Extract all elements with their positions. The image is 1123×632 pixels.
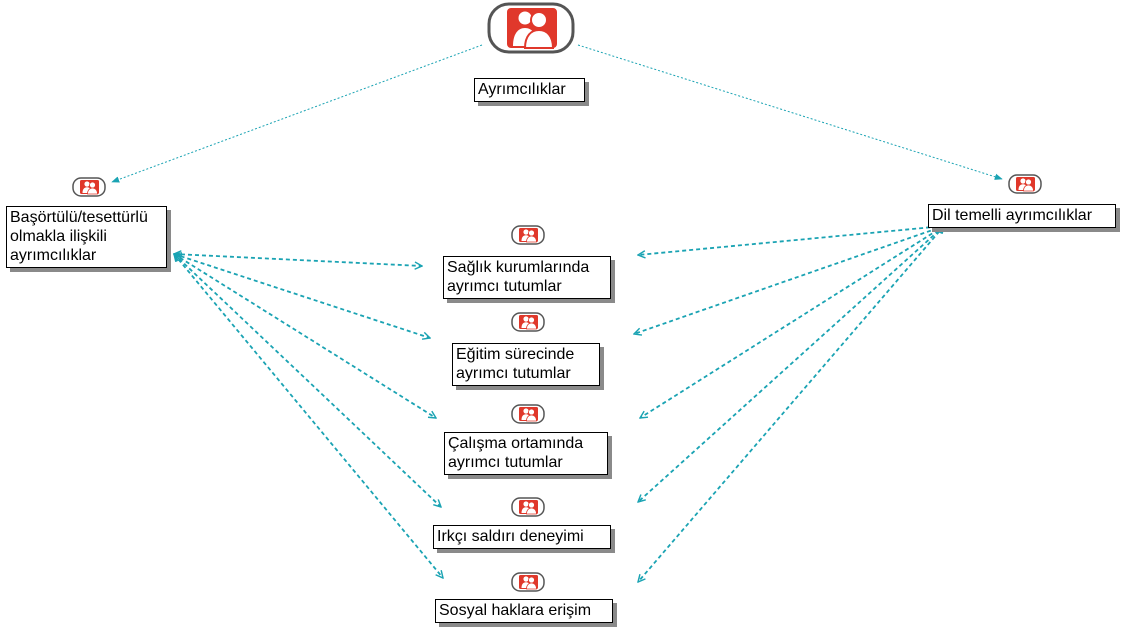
edge-dil-irkci [638, 226, 944, 502]
calisma-node-icon[interactable] [511, 404, 545, 424]
node-label-line: ayrımcı tutumlar [447, 278, 562, 295]
edge-dil-sosyal [638, 226, 944, 582]
egitim-node-label[interactable]: Eğitim sürecinde ayrımcı tutumlar [452, 343, 600, 386]
dil-node-label[interactable]: Dil temelli ayrımcılıklar [928, 204, 1116, 228]
node-label-line: Dil temelli ayrımcılıklar [932, 207, 1093, 224]
saglik-node-icon[interactable] [511, 225, 545, 245]
sosyal-node-icon[interactable] [511, 572, 545, 592]
sosyal-node-label[interactable]: Sosyal haklara erişim [435, 599, 613, 623]
group-person-icon [511, 404, 545, 424]
group-person-icon [511, 312, 545, 332]
edge-basortulu-sosyal [174, 254, 443, 578]
edge-basortulu-saglik [174, 254, 422, 266]
saglik-node-label[interactable]: Sağlık kurumlarında ayrımcı tutumlar [443, 256, 611, 299]
edge-dil-calisma [640, 226, 944, 418]
node-label-line: Eğitim sürecinde [456, 346, 575, 363]
group-person-icon [511, 225, 545, 245]
basortulu-node-label[interactable]: Başörtülü/tesettürlü olmakla ilişkili ay… [6, 206, 167, 268]
edge-root-dil [577, 44, 1003, 180]
root-node-label[interactable]: Ayrımcılıklar [474, 78, 585, 102]
node-label-line: Başörtülü/tesettürlü [10, 209, 148, 226]
group-person-icon [487, 2, 575, 54]
group-person-icon [72, 177, 106, 197]
node-label-line: ayrımcılıklar [10, 247, 97, 264]
node-label-line: olmakla ilişkili [10, 228, 107, 245]
root-node-icon[interactable] [487, 2, 575, 54]
group-person-icon [1008, 174, 1042, 194]
egitim-node-icon[interactable] [511, 312, 545, 332]
basortulu-node-icon[interactable] [72, 177, 106, 197]
node-label-line: Sosyal haklara erişim [439, 602, 592, 619]
edge-root-basortulu [111, 44, 483, 183]
node-label-line: Irkçı saldırı deneyimi [437, 528, 584, 545]
node-label-line: Çalışma ortamında [448, 435, 584, 452]
edge-basortulu-irkci [174, 254, 441, 507]
node-label-line: ayrımcı tutumlar [448, 454, 563, 471]
node-label-line: Sağlık kurumlarında [447, 259, 590, 276]
calisma-node-label[interactable]: Çalışma ortamında ayrımcı tutumlar [444, 432, 608, 475]
edge-basortulu-calisma [174, 254, 436, 418]
edge-dil-saglik [638, 226, 944, 255]
node-label-line: Ayrımcılıklar [478, 81, 566, 98]
group-person-icon [511, 497, 545, 517]
edge-basortulu-egitim [174, 254, 430, 338]
node-label-line: ayrımcı tutumlar [456, 365, 571, 382]
irkci-node-icon[interactable] [511, 497, 545, 517]
dil-node-icon[interactable] [1008, 174, 1042, 194]
group-person-icon [511, 572, 545, 592]
irkci-node-label[interactable]: Irkçı saldırı deneyimi [433, 525, 611, 549]
